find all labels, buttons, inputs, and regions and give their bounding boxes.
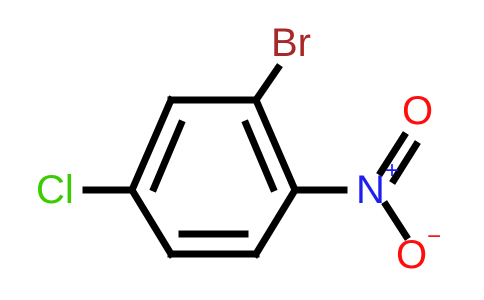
atom-bromine: Br [271,21,311,65]
oxygen-bottom-charge: − [427,223,441,250]
ring-double-bond-inner-1 [241,119,278,193]
bond-c-br [251,63,283,105]
bond-n-o-double-b [389,140,421,185]
benzene-ring [127,95,300,259]
atom-chlorine: Cl [36,168,74,212]
ring-bond-c2-c3 [251,185,300,259]
atom-oxygen-bottom: O [396,233,427,277]
bond-n-o-single [381,200,411,241]
atom-nitrogen: N [356,168,385,212]
ring-bond-c4-c5 [127,185,176,259]
ring-double-bond-inner-3 [149,119,186,193]
ring-bond-c5-c6 [127,95,176,195]
atom-oxygen-top: O [402,89,433,133]
nitrogen-charge: + [385,157,399,184]
ring-bond-c1-c2 [251,95,300,195]
bond-n-o-double-a [376,131,409,177]
